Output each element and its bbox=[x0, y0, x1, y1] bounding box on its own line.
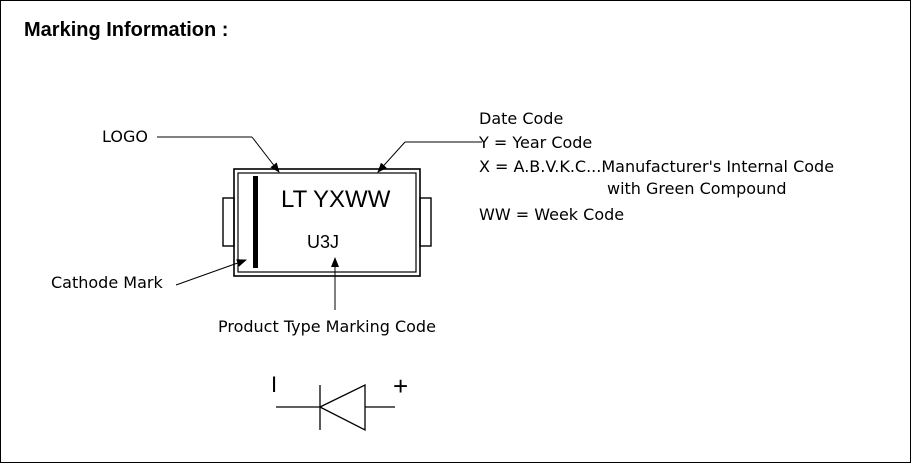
week-code-text: WW = Week Code bbox=[479, 205, 624, 224]
manufacturer-code-text: X = A.B.V.K.C...Manufacturer's Internal … bbox=[479, 157, 834, 176]
date-code-leader bbox=[377, 141, 482, 173]
date-code-title: Date Code bbox=[479, 109, 563, 128]
section-heading: Marking Information : bbox=[24, 19, 229, 41]
manufacturer-code-text-cont: with Green Compound bbox=[607, 179, 787, 198]
marking-line-1: LT YXWW bbox=[281, 186, 391, 213]
package-right-lead bbox=[419, 197, 432, 247]
logo-label: LOGO bbox=[102, 127, 148, 146]
package-left-lead bbox=[222, 197, 235, 247]
cathode-mark-label: Cathode Mark bbox=[51, 273, 163, 292]
cathode-mark-leader bbox=[175, 259, 247, 286]
anode-sign: + bbox=[393, 371, 408, 401]
marking-line-2: U3J bbox=[307, 232, 339, 252]
year-code-text: Y = Year Code bbox=[478, 133, 592, 152]
product-type-label: Product Type Marking Code bbox=[218, 317, 436, 336]
cathode-band bbox=[253, 176, 258, 268]
logo-leader bbox=[157, 136, 280, 173]
diode-symbol bbox=[276, 383, 395, 432]
cathode-sign: I bbox=[271, 372, 277, 397]
date-code-legend: Date Code Y = Year Code X = A.B.V.K.C...… bbox=[478, 109, 834, 224]
